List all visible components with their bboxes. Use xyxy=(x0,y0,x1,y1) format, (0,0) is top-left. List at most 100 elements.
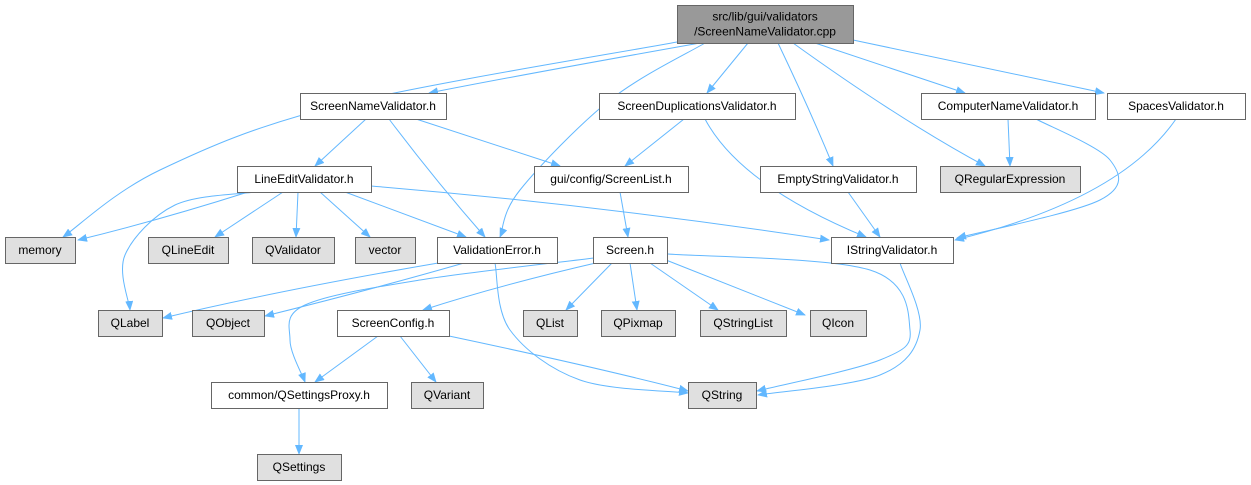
node-label: QVariant xyxy=(424,388,471,402)
edge-screen-config-h-to-qstring xyxy=(448,335,689,393)
edge-line-edit-validator-h-to-vector xyxy=(319,191,371,238)
edge-screen-name-validator-h-to-validation-error-h xyxy=(388,118,486,238)
edge-screen-name-validator-h-to-gui-config-screen-list-h xyxy=(415,118,561,168)
edge-empty-string-validator-h-to-istring-validator-h xyxy=(847,191,881,238)
edge-line-edit-validator-h-to-validation-error-h xyxy=(344,191,467,238)
node-label: EmptyStringValidator.h xyxy=(777,172,898,186)
edge-line-edit-validator-h-to-memory xyxy=(77,191,249,242)
node-validation-error-h[interactable]: ValidationError.h xyxy=(437,237,558,264)
node-box xyxy=(523,310,578,337)
edge-screen-h-to-qlist xyxy=(565,262,613,311)
node-label: QValidator xyxy=(265,243,321,257)
edge-screen-config-h-to-qvariant xyxy=(399,335,437,383)
node-qstringlist[interactable]: QStringList xyxy=(700,310,787,337)
node-gui-config-screen-list-h[interactable]: gui/config/ScreenList.h xyxy=(534,166,689,193)
node-box xyxy=(688,382,757,409)
edge-validation-error-h-to-qstring xyxy=(494,262,689,396)
edge-validation-error-h-to-qobject xyxy=(264,262,465,318)
node-line-edit-validator-h[interactable]: LineEditValidator.h xyxy=(237,166,372,193)
node-screen-h[interactable]: Screen.h xyxy=(593,237,668,264)
edge-root-to-spaces-validator-h xyxy=(852,39,1105,96)
node-common-qsettings-proxy-h[interactable]: common/QSettingsProxy.h xyxy=(211,382,388,409)
node-label: IStringValidator.h xyxy=(847,243,938,257)
node-label: QObject xyxy=(206,316,251,330)
node-qvariant[interactable]: QVariant xyxy=(411,382,484,409)
node-box xyxy=(355,237,416,264)
node-label: ScreenNameValidator.h xyxy=(310,99,436,113)
node-label: gui/config/ScreenList.h xyxy=(550,172,671,186)
node-memory[interactable]: memory xyxy=(5,237,76,264)
node-box xyxy=(337,310,450,337)
node-screen-config-h[interactable]: ScreenConfig.h xyxy=(337,310,450,337)
node-box xyxy=(211,382,388,409)
node-label: QLabel xyxy=(111,316,150,330)
node-qregularexpression[interactable]: QRegularExpression xyxy=(940,166,1081,193)
edge-screen-duplications-validator-h-to-gui-config-screen-list-h xyxy=(624,118,685,167)
node-box xyxy=(300,93,447,120)
node-label: QSettings xyxy=(273,460,326,474)
node-screen-duplications-validator-h[interactable]: ScreenDuplicationsValidator.h xyxy=(599,93,796,120)
edge-line-edit-validator-h-to-istring-validator-h xyxy=(370,185,830,243)
node-layer: src/lib/gui/validators/ScreenNameValidat… xyxy=(5,5,1246,481)
node-spaces-validator-h[interactable]: SpacesValidator.h xyxy=(1107,93,1246,120)
edge-root-to-computer-name-validator-h xyxy=(814,42,966,94)
node-box xyxy=(940,166,1081,193)
node-box xyxy=(831,237,954,264)
edge-root-to-validation-error-h xyxy=(499,42,706,238)
node-label: SpacesValidator.h xyxy=(1128,99,1224,113)
node-empty-string-validator-h[interactable]: EmptyStringValidator.h xyxy=(760,166,917,193)
edge-screen-h-to-qstringlist xyxy=(649,262,719,311)
edge-root-to-empty-string-validator-h xyxy=(777,42,834,167)
edge-root-to-memory xyxy=(62,41,678,238)
node-qicon[interactable]: QIcon xyxy=(810,310,867,337)
edge-spaces-validator-h-to-istring-validator-h xyxy=(954,118,1177,242)
edge-screen-config-h-to-common-qsettings-proxy-h xyxy=(314,335,379,383)
node-box xyxy=(601,310,676,337)
node-qsettings[interactable]: QSettings xyxy=(257,454,342,481)
node-box xyxy=(760,166,917,193)
node-label: src/lib/gui/validators xyxy=(712,10,817,24)
node-qlineedit[interactable]: QLineEdit xyxy=(148,237,229,264)
node-qstring[interactable]: QString xyxy=(688,382,757,409)
node-box xyxy=(5,237,76,264)
node-box xyxy=(677,5,854,44)
node-istring-validator-h[interactable]: IStringValidator.h xyxy=(831,237,954,264)
node-qlabel[interactable]: QLabel xyxy=(98,310,163,337)
node-label: ScreenDuplicationsValidator.h xyxy=(617,99,776,113)
node-label: QLineEdit xyxy=(162,243,215,257)
node-label: QStringList xyxy=(713,316,773,330)
node-box xyxy=(921,93,1096,120)
node-box xyxy=(237,166,372,193)
node-label: LineEditValidator.h xyxy=(254,172,353,186)
node-qobject[interactable]: QObject xyxy=(192,310,265,337)
node-box xyxy=(257,454,342,481)
node-label: QList xyxy=(536,316,565,330)
edge-line-edit-validator-h-to-qlabel xyxy=(122,191,256,311)
node-qpixmap[interactable]: QPixmap xyxy=(601,310,676,337)
node-label: QIcon xyxy=(822,316,854,330)
node-box xyxy=(252,237,335,264)
node-screen-name-validator-h[interactable]: ScreenNameValidator.h xyxy=(300,93,447,120)
node-vector[interactable]: vector xyxy=(355,237,416,264)
node-qvalidator[interactable]: QValidator xyxy=(252,237,335,264)
edge-root-to-qregularexpression xyxy=(792,42,986,167)
node-box xyxy=(192,310,265,337)
node-box xyxy=(1107,93,1246,120)
edge-line-edit-validator-h-to-qlineedit xyxy=(214,191,284,238)
node-box xyxy=(411,382,484,409)
node-label: ValidationError.h xyxy=(453,243,541,257)
node-box xyxy=(148,237,229,264)
edge-screen-h-to-qpixmap xyxy=(629,262,640,311)
node-qlist[interactable]: QList xyxy=(523,310,578,337)
node-box xyxy=(599,93,796,120)
edge-screen-name-validator-h-to-line-edit-validator-h xyxy=(314,118,367,167)
node-label: ScreenConfig.h xyxy=(352,316,435,330)
node-box xyxy=(534,166,689,193)
node-box xyxy=(810,310,867,337)
node-label: QString xyxy=(702,388,743,402)
node-label: common/QSettingsProxy.h xyxy=(228,388,370,402)
edge-screen-h-to-qicon xyxy=(665,259,806,316)
node-computer-name-validator-h[interactable]: ComputerNameValidator.h xyxy=(921,93,1096,120)
node-root[interactable]: src/lib/gui/validators/ScreenNameValidat… xyxy=(677,5,854,44)
